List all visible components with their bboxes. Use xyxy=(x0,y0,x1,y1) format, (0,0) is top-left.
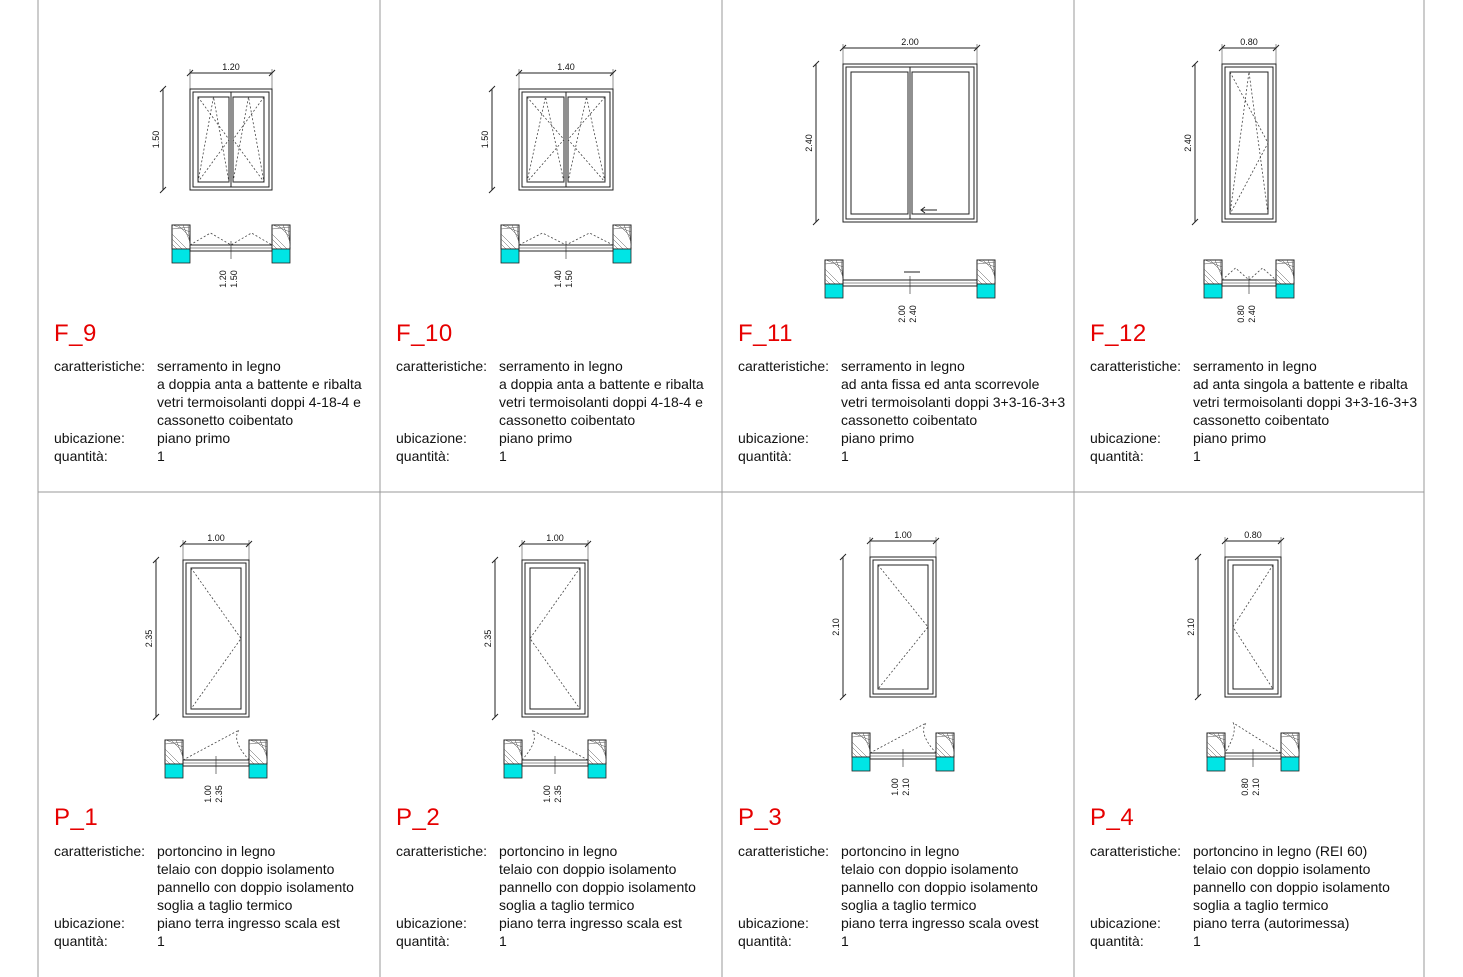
features-row-value: portoncino in legno xyxy=(841,843,960,859)
features-row-value: soglia a taglio termico xyxy=(1193,897,1329,913)
quantity-row-value: 1 xyxy=(841,933,849,949)
location-row-value: piano primo xyxy=(841,430,915,446)
features-row-label: caratteristiche: xyxy=(738,358,830,374)
quantity-row-label: quantità: xyxy=(738,448,792,464)
features-row-label: caratteristiche: xyxy=(738,843,830,859)
quantity-row-label: quantità: xyxy=(54,448,108,464)
location-row-value: piano primo xyxy=(157,430,231,446)
features-row-value: telaio con doppio isolamento xyxy=(499,861,677,877)
item-code: F_12 xyxy=(1090,320,1147,347)
features-row-value: a doppia anta a battente e ribalta xyxy=(499,376,704,392)
location-row-label: ubicazione: xyxy=(54,430,125,446)
location-row-value: piano terra ingresso scala ovest xyxy=(841,915,1039,931)
features-row-label: caratteristiche: xyxy=(396,358,488,374)
features-row-value: serramento in legno xyxy=(1193,358,1317,374)
features-row-value: soglia a taglio termico xyxy=(157,897,293,913)
schedule-cell: F_12 caratteristiche: serramento in legno a… xyxy=(1074,0,1424,485)
features-row-value: vetri termoisolanti doppi 4-18-4 e xyxy=(499,394,703,410)
schedule-cell: F_11 caratteristiche: serramento in legno a… xyxy=(722,0,1074,485)
item-code: F_11 xyxy=(738,320,793,347)
features-row-value: pannello con doppio isolamento xyxy=(499,879,696,895)
location-row-value: piano primo xyxy=(1193,430,1267,446)
item-code: F_9 xyxy=(54,320,97,347)
features-row-value: telaio con doppio isolamento xyxy=(157,861,335,877)
features-row-value: vetri termoisolanti doppi 3+3-16-3+3 xyxy=(1193,394,1418,410)
location-row-label: ubicazione: xyxy=(738,430,809,446)
item-code: P_4 xyxy=(1090,804,1135,831)
features-row-label: caratteristiche: xyxy=(54,358,146,374)
location-row-label: ubicazione: xyxy=(54,915,125,931)
location-row-value: piano terra ingresso scala est xyxy=(157,915,340,931)
quantity-row-label: quantità: xyxy=(1090,933,1144,949)
quantity-row-label: quantità: xyxy=(738,933,792,949)
features-row-value: cassonetto coibentato xyxy=(157,412,294,428)
schedule-cell: P_3 caratteristiche: portoncino in legno te… xyxy=(722,492,1074,977)
quantity-row-label: quantità: xyxy=(54,933,108,949)
location-row-value: piano terra ingresso scala est xyxy=(499,915,682,931)
quantity-row-label: quantità: xyxy=(396,933,450,949)
location-row-value: piano primo xyxy=(499,430,573,446)
features-row-value: a doppia anta a battente e ribalta xyxy=(157,376,362,392)
location-row-value: piano terra (autorimessa) xyxy=(1193,915,1350,931)
item-code: F_10 xyxy=(396,320,453,347)
features-row-value: portoncino in legno xyxy=(157,843,276,859)
features-row-value: serramento in legno xyxy=(499,358,623,374)
location-row-label: ubicazione: xyxy=(1090,430,1161,446)
features-row-label: caratteristiche: xyxy=(396,843,488,859)
features-row-label: caratteristiche: xyxy=(1090,358,1182,374)
features-row-label: caratteristiche: xyxy=(54,843,146,859)
features-row-value: pannello con doppio isolamento xyxy=(841,879,1038,895)
schedule-cell: F_10 caratteristiche: serramento in legno a… xyxy=(380,0,722,485)
features-row-value: telaio con doppio isolamento xyxy=(1193,861,1371,877)
features-row-value: soglia a taglio termico xyxy=(499,897,635,913)
schedule-cell: P_1 caratteristiche: portoncino in legno te… xyxy=(38,492,380,977)
features-row-value: pannello con doppio isolamento xyxy=(1193,879,1390,895)
features-row-value: pannello con doppio isolamento xyxy=(157,879,354,895)
schedule-cell: P_4 caratteristiche: portoncino in legno (… xyxy=(1074,492,1424,977)
quantity-row-value: 1 xyxy=(157,933,165,949)
location-row-label: ubicazione: xyxy=(396,430,467,446)
item-code: P_1 xyxy=(54,804,99,831)
location-row-label: ubicazione: xyxy=(738,915,809,931)
quantity-row-value: 1 xyxy=(499,933,507,949)
item-code: P_3 xyxy=(738,804,783,831)
location-row-label: ubicazione: xyxy=(396,915,467,931)
schedule-cell: P_2 caratteristiche: portoncino in legno te… xyxy=(380,492,722,977)
features-row-value: ad anta fissa ed anta scorrevole xyxy=(841,376,1040,392)
features-row-value: serramento in legno xyxy=(841,358,965,374)
features-row-value: ad anta singola a battente e ribalta xyxy=(1193,376,1408,392)
features-row-value: portoncino in legno (REI 60) xyxy=(1193,843,1368,859)
quantity-row-value: 1 xyxy=(841,448,849,464)
quantity-row-value: 1 xyxy=(157,448,165,464)
schedule-cell: F_9 caratteristiche: serramento in legno a … xyxy=(38,0,380,485)
quantity-row-value: 1 xyxy=(499,448,507,464)
quantity-row-label: quantità: xyxy=(396,448,450,464)
features-row-value: portoncino in legno xyxy=(499,843,618,859)
quantity-row-value: 1 xyxy=(1193,933,1201,949)
quantity-row-value: 1 xyxy=(1193,448,1201,464)
features-row-label: caratteristiche: xyxy=(1090,843,1182,859)
features-row-value: vetri termoisolanti doppi 3+3-16-3+3 xyxy=(841,394,1066,410)
item-code: P_2 xyxy=(396,804,441,831)
features-row-value: serramento in legno xyxy=(157,358,281,374)
features-row-value: soglia a taglio termico xyxy=(841,897,977,913)
features-row-value: vetri termoisolanti doppi 4-18-4 e xyxy=(157,394,361,410)
location-row-label: ubicazione: xyxy=(1090,915,1161,931)
quantity-row-label: quantità: xyxy=(1090,448,1144,464)
features-row-value: telaio con doppio isolamento xyxy=(841,861,1019,877)
features-row-value: cassonetto coibentato xyxy=(1193,412,1330,428)
features-row-value: cassonetto coibentato xyxy=(499,412,636,428)
features-row-value: cassonetto coibentato xyxy=(841,412,978,428)
